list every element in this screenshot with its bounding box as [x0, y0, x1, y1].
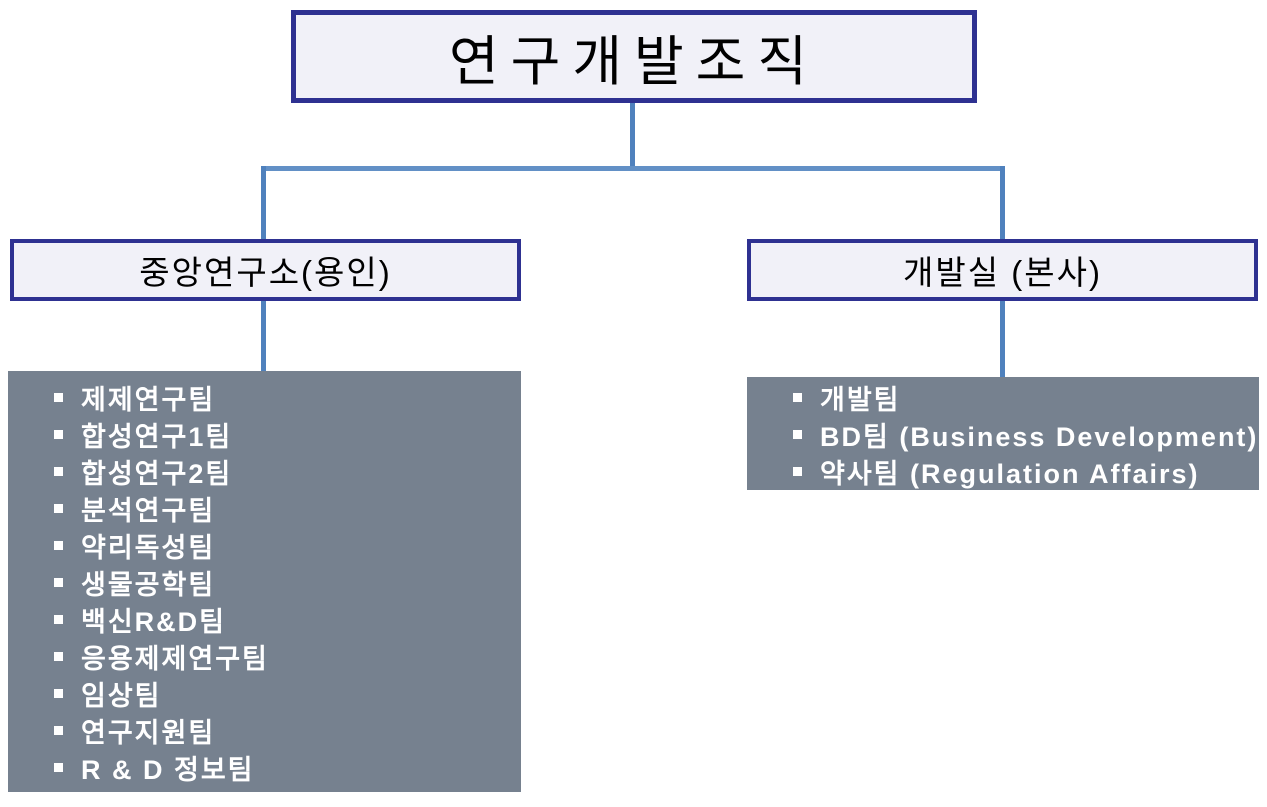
- central-lab-team-list: 제제연구팀 합성연구1팀 합성연구2팀 분석연구팀 약리독성팀 생물공학팀 백신…: [54, 379, 521, 786]
- team-list-item: 합성연구1팀: [54, 416, 521, 453]
- connector-right-drop: [1000, 166, 1005, 239]
- org-root-box: 연구개발조직: [291, 10, 977, 103]
- development-office-team-panel: 개발팀 BD팀 (Business Development) 약사팀 (Regu…: [747, 377, 1259, 490]
- connector-root-vertical: [630, 103, 635, 168]
- central-lab-team-panel: 제제연구팀 합성연구1팀 합성연구2팀 분석연구팀 약리독성팀 생물공학팀 백신…: [8, 371, 521, 792]
- connector-horizontal-bar: [261, 166, 1005, 171]
- team-list-item: 연구지원팀: [54, 712, 521, 749]
- branch-central-lab-label: 중앙연구소(용인): [139, 254, 392, 291]
- branch-development-office-label: 개발실 (본사): [903, 254, 1102, 291]
- connector-left-panel-drop: [261, 301, 266, 371]
- team-list-item: 제제연구팀: [54, 379, 521, 416]
- team-list-item: 응용제제연구팀: [54, 638, 521, 675]
- org-root-label: 연구개발조직: [448, 32, 820, 92]
- connector-left-drop: [261, 166, 266, 239]
- team-list-item: 임상팀: [54, 675, 521, 712]
- team-list-item: 개발팀: [793, 379, 1259, 416]
- branch-box-development-office: 개발실 (본사): [747, 239, 1258, 301]
- team-list-item: 생물공학팀: [54, 564, 521, 601]
- branch-box-central-lab: 중앙연구소(용인): [10, 239, 521, 301]
- team-list-item: 합성연구2팀: [54, 453, 521, 490]
- team-list-item: 백신R&D팀: [54, 601, 521, 638]
- development-office-team-list: 개발팀 BD팀 (Business Development) 약사팀 (Regu…: [793, 379, 1259, 490]
- team-list-item: 약사팀 (Regulation Affairs): [793, 453, 1259, 490]
- team-list-item: R & D 정보팀: [54, 749, 521, 786]
- team-list-item: 약리독성팀: [54, 527, 521, 564]
- team-list-item: BD팀 (Business Development): [793, 416, 1259, 453]
- team-list-item: 분석연구팀: [54, 490, 521, 527]
- connector-right-panel-drop: [1000, 301, 1005, 377]
